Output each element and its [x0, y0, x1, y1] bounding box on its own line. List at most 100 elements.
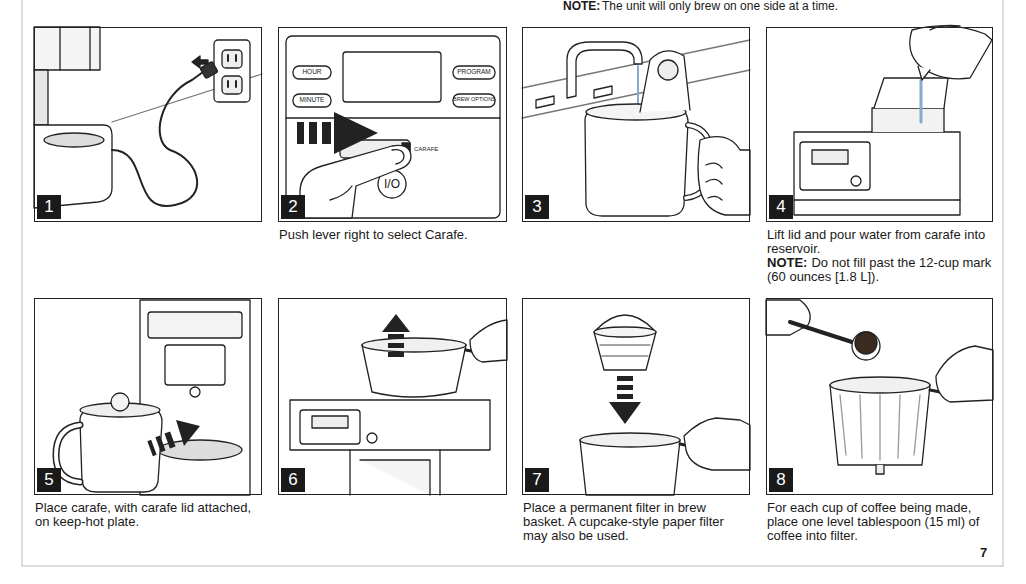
push-arrow [297, 112, 378, 154]
instruction-text: Place a permanent filter in brew basket.… [523, 500, 724, 543]
step-caption: For each cup of coffee being made, place… [767, 501, 992, 543]
lift-arrow [382, 314, 410, 357]
push-arrow-part [309, 122, 317, 144]
filter-scene-part [594, 327, 656, 337]
step-number: 3 [525, 195, 549, 219]
outlet-scene-part [34, 27, 100, 70]
reservoir-scene-part [851, 176, 861, 186]
caption-line: Push lever right to select Carafe. [279, 228, 506, 242]
filter-scene-part [594, 332, 656, 370]
faucet-scene-part [567, 42, 642, 98]
button-label: PROGRAM [453, 69, 495, 76]
button-label: MINUTE [293, 97, 331, 104]
control-panel-part [453, 94, 495, 107]
control-panel-part [286, 117, 500, 118]
note-heading: NOTE: [563, 0, 600, 12]
outlet-scene-part [112, 72, 203, 206]
instruction-text: Lift lid and pour water from carafe into… [767, 227, 985, 256]
carafe-scene-part [190, 387, 200, 397]
filter-scene-part [600, 345, 650, 356]
push-arrow-part [176, 420, 200, 446]
step-number: 2 [281, 195, 305, 219]
filter-scene-part [684, 418, 750, 470]
basket-lift-scene-part [312, 416, 348, 428]
basket-lift-scene-part [470, 320, 507, 362]
step-caption: Place carafe, with carafe lid attached, … [35, 501, 261, 529]
page-frame-part [1003, 0, 1004, 566]
outlet-scene-part [59, 27, 60, 70]
basket-lift-scene [290, 320, 507, 495]
scoop-scene-part [855, 332, 877, 354]
caption-line: Lift lid and pour water from carafe into… [767, 228, 992, 256]
faucet-scene-part [658, 60, 678, 80]
insert-arrow-part [617, 394, 633, 399]
step-panel: 7Place a permanent filter in brew basket… [522, 298, 750, 495]
reservoir-scene-part [920, 80, 923, 122]
finger-part [330, 186, 352, 200]
reservoir-scene-part [918, 66, 930, 80]
faucet-scene-part [640, 51, 690, 112]
faucet-scene-part [698, 137, 750, 215]
instruction-text: Place carafe, with carafe lid attached, … [35, 500, 251, 529]
outlet-scene-part [235, 55, 237, 61]
scoop-scene-part [766, 300, 810, 335]
control-panel-part [286, 36, 500, 218]
lever-label: CARAFE [414, 146, 438, 152]
control-panel-part [453, 66, 495, 79]
power-label: I/O [378, 178, 406, 190]
basket-lift-scene-part [360, 460, 430, 495]
step-number: 4 [769, 195, 793, 219]
lift-arrow-part [388, 343, 404, 348]
lift-arrow-part [388, 334, 404, 339]
insert-arrow [609, 376, 641, 424]
instruction-text: Push lever right to select Carafe. [279, 227, 468, 242]
step-number: 1 [37, 195, 61, 219]
note-heading: NOTE: [767, 255, 807, 270]
step-number: 7 [525, 468, 549, 492]
step-panel: 4Lift lid and pour water from carafe int… [766, 27, 993, 222]
scoop-scene-part [840, 395, 920, 460]
faucet-scene-part [706, 163, 722, 200]
finger [300, 145, 411, 218]
push-arrow-part [164, 431, 175, 448]
reservoir-scene-part [872, 108, 944, 132]
outlet-scene-part [192, 56, 208, 68]
scoop-scene-part [876, 465, 884, 474]
filter-scene-part [580, 433, 680, 447]
control-panel-part [343, 52, 441, 102]
step-panel: 5Place carafe, with carafe lid attached,… [34, 298, 262, 495]
scoop-scene-part [830, 385, 930, 465]
step-caption: Place a permanent filter in brew basket.… [523, 501, 749, 543]
outlet-scene-part [227, 55, 229, 61]
reservoir-scene-part [794, 199, 960, 200]
scoop-scene-part [830, 377, 930, 393]
step-number: 8 [769, 468, 793, 492]
outlet-scene-part [214, 40, 250, 102]
step-caption: Lift lid and pour water from carafe into… [767, 228, 992, 284]
filter-scene-part [580, 440, 680, 495]
outlet-scene-part [235, 81, 237, 87]
basket-lift-scene-part [362, 338, 466, 352]
step-panel: 2Push lever right to select Carafe. [278, 27, 507, 222]
step-panel: 3 [522, 27, 750, 222]
step-number: 6 [281, 468, 305, 492]
outlet-scene-part [222, 76, 242, 94]
insert-arrow-part [617, 385, 633, 390]
finger-part [300, 145, 411, 218]
basket-lift-scene-part [367, 433, 377, 443]
basket-lift-scene-part [300, 410, 360, 444]
scoop-scene-part [790, 322, 852, 342]
carafe-scene-part [165, 345, 225, 385]
page-frame-part [22, 566, 1003, 567]
faucet-scene-part [536, 96, 554, 108]
step-caption: Push lever right to select Carafe. [279, 228, 506, 242]
insert-arrow-part [617, 376, 633, 381]
lift-arrow-part [388, 352, 404, 357]
step-panel: 1 [34, 27, 262, 222]
step-number: 5 [37, 468, 61, 492]
push-arrow-part [297, 122, 304, 144]
basket-lift-scene-part [362, 345, 466, 397]
filter-scene [580, 315, 750, 495]
